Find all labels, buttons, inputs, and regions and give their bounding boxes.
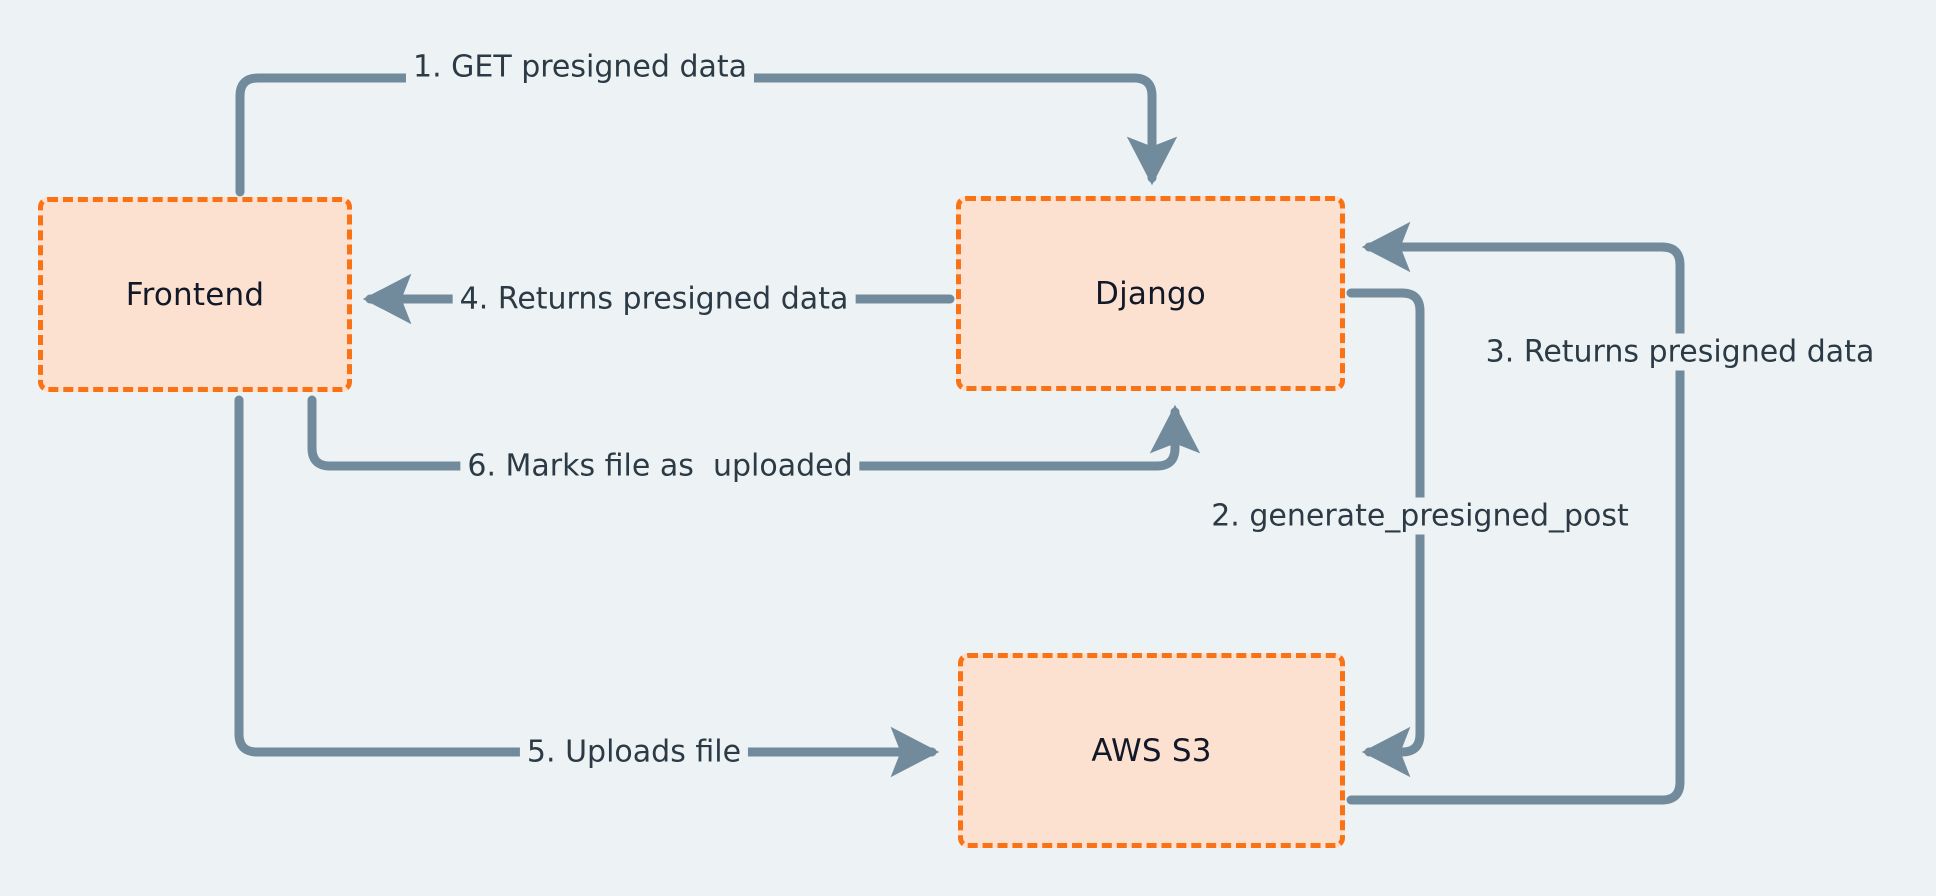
node-aws-s3-label: AWS S3 xyxy=(1091,732,1212,769)
node-frontend[interactable]: Frontend xyxy=(38,197,352,392)
edge-label-2: 2. generate_presigned_post xyxy=(1204,497,1636,535)
edge-label-4: 4. Returns presigned data xyxy=(452,280,856,318)
edge-label-1: 1. GET presigned data xyxy=(405,48,755,86)
edge-label-3: 3. Returns presigned data xyxy=(1478,333,1882,371)
edge-5-path xyxy=(234,395,940,778)
node-django-label: Django xyxy=(1095,275,1206,312)
edge-1-path xyxy=(235,73,1178,197)
node-frontend-label: Frontend xyxy=(125,276,265,313)
edge-3-path xyxy=(1346,221,1685,805)
node-django[interactable]: Django xyxy=(956,196,1345,391)
edge-label-6: 6. Marks file as uploaded xyxy=(460,447,860,485)
node-aws-s3[interactable]: AWS S3 xyxy=(958,653,1345,848)
edge-label-5: 5. Uploads file xyxy=(519,733,749,771)
